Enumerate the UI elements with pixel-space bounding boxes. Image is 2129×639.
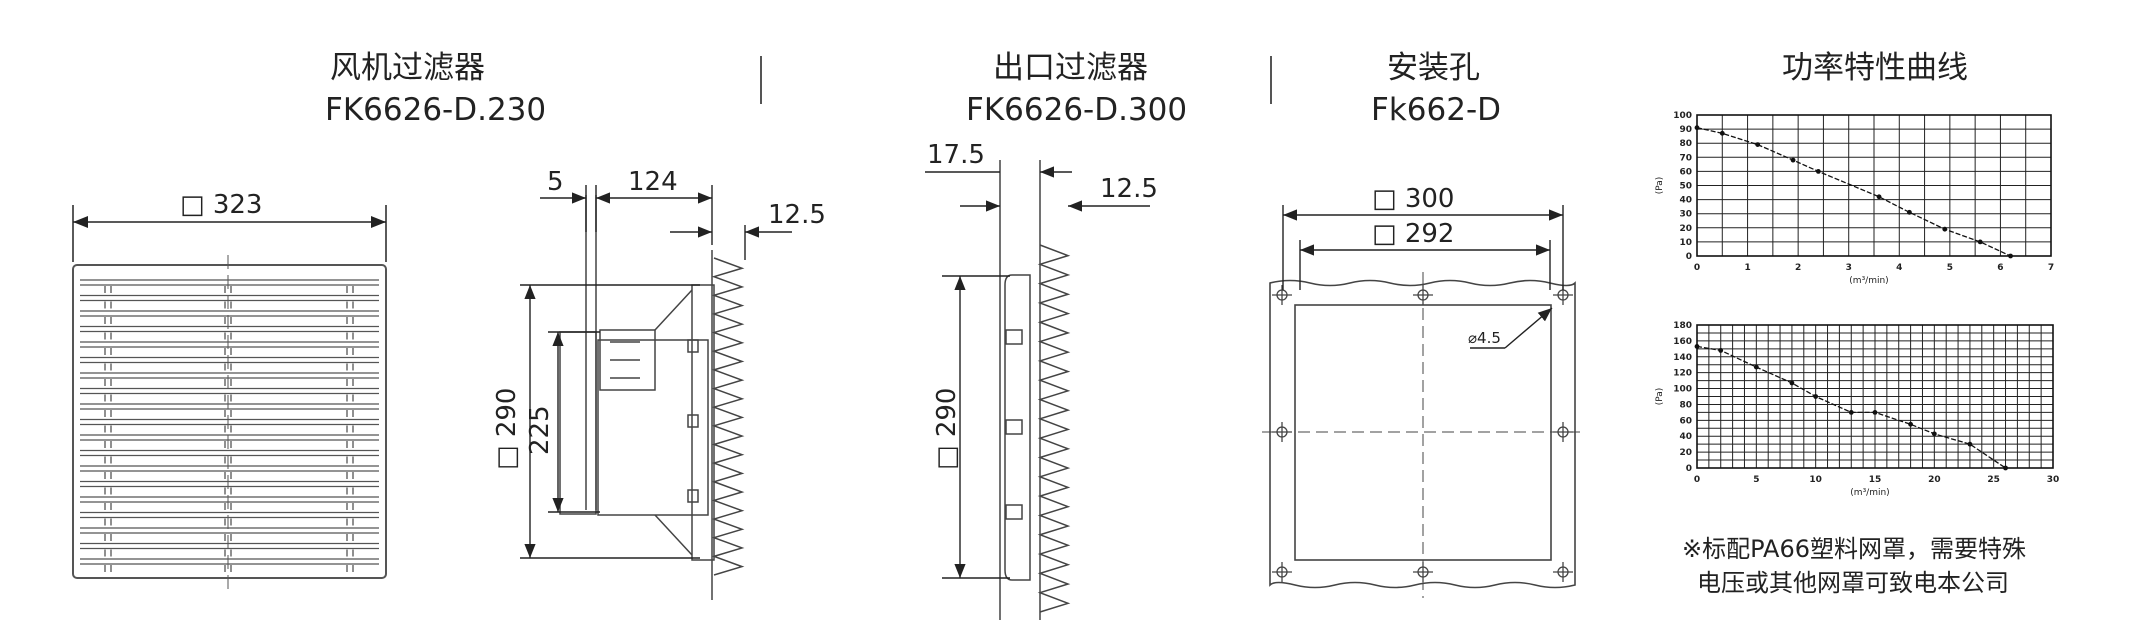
power-curve-chart-2: 0 5 10 15 20 25 30 0 20 40 60 80 100 120 140 160 180 (Pa)… — [1655, 321, 2059, 498]
data-point — [1694, 125, 1700, 131]
x-tick-label: 5 — [1947, 263, 1953, 273]
mounting-holes — [1272, 285, 1573, 582]
y-tick-label: 0 — [1686, 464, 1692, 474]
x-tick-label: 7 — [2048, 263, 2054, 273]
y-tick-label: 160 — [1673, 337, 1692, 347]
data-point — [1876, 194, 1882, 200]
x-axis-label: (m³/min) — [1850, 488, 1889, 498]
x-tick-label: 20 — [1928, 475, 1941, 485]
separator — [1270, 56, 1272, 104]
data-point — [1790, 157, 1796, 163]
dim-side-290: □ 290 — [492, 388, 522, 470]
x-tick-label: 3 — [1846, 263, 1852, 273]
y-tick-label: 0 — [1686, 252, 1692, 262]
outlet-filter-title: 出口过滤器 — [993, 50, 1148, 86]
mounting-hole-title: 安装孔 — [1387, 50, 1480, 86]
curve-line — [1696, 127, 2011, 257]
dim-hole-300: □ 300 — [1372, 184, 1454, 214]
chart-frame — [1696, 114, 2052, 257]
outlet-dimensions — [925, 166, 1150, 579]
data-point — [2008, 253, 2013, 259]
separator — [760, 56, 762, 104]
fan-filter-title: 风机过滤器 — [330, 50, 485, 86]
data-point — [1719, 130, 1725, 136]
dim-hole-292: □ 292 — [1372, 219, 1454, 249]
data-point — [1967, 441, 1973, 447]
note-line-2: 电压或其他网罩可致电本公司 — [1697, 569, 2009, 597]
x-tick-label: 30 — [2047, 475, 2060, 485]
y-tick-label: 20 — [1679, 448, 1692, 458]
y-tick-label: 50 — [1679, 182, 1692, 192]
y-tick-label: 80 — [1679, 400, 1692, 410]
dim-side-5: 5 — [547, 167, 564, 197]
data-point — [1872, 409, 1878, 415]
x-tick-label: 15 — [1869, 475, 1882, 485]
x-tick-label: 6 — [1997, 263, 2003, 273]
data-point — [2003, 465, 2008, 471]
y-tick-label: 20 — [1679, 224, 1692, 234]
y-tick-label: 180 — [1673, 321, 1692, 331]
dim-side-124: 124 — [628, 167, 678, 197]
data-point — [1718, 348, 1724, 353]
side-view-fan-filter — [559, 195, 745, 600]
front-width-dimension — [72, 205, 387, 262]
y-tick-label: 60 — [1679, 416, 1692, 426]
data-point — [1694, 344, 1700, 349]
data-point — [1755, 142, 1761, 148]
y-tick-label: 30 — [1679, 210, 1692, 220]
y-tick-label: 40 — [1679, 196, 1692, 206]
data-point — [1908, 421, 1913, 427]
power-curve-title: 功率特性曲线 — [1782, 50, 1968, 86]
data-point — [1815, 169, 1821, 174]
data-point — [1942, 226, 1948, 232]
y-axis-label: (Pa) — [1655, 388, 1665, 406]
dim-outlet-17-5: 17.5 — [927, 140, 985, 170]
data-point — [1848, 409, 1854, 415]
hole-dimensions — [1282, 205, 1564, 349]
dim-front-width: □ 323 — [180, 190, 262, 220]
y-tick-label: 100 — [1673, 111, 1692, 121]
x-tick-label: 10 — [1809, 475, 1822, 485]
chart-frame — [1696, 324, 2054, 469]
dim-hole-diameter: ⌀4.5 — [1468, 329, 1501, 347]
dim-outlet-12-5: 12.5 — [1100, 174, 1158, 204]
data-point — [1753, 364, 1759, 370]
fan-filter-model: FK6626-D.230 — [325, 92, 547, 128]
x-tick-label: 4 — [1896, 263, 1902, 273]
dim-side-12-5: 12.5 — [768, 200, 826, 230]
front-view-grille — [72, 255, 387, 590]
data-point — [1813, 394, 1819, 399]
y-tick-label: 70 — [1679, 153, 1692, 163]
mounting-hole-model: Fk662-D — [1371, 92, 1502, 128]
x-tick-label: 0 — [1694, 263, 1700, 273]
dim-side-225: 225 — [525, 405, 555, 455]
x-axis-label: (m³/min) — [1849, 276, 1888, 286]
y-tick-label: 100 — [1673, 385, 1692, 395]
y-tick-label: 120 — [1673, 369, 1692, 379]
x-tick-label: 5 — [1753, 475, 1759, 485]
side-view-outlet-filter — [999, 160, 1071, 620]
data-point — [1977, 239, 1983, 245]
y-tick-label: 80 — [1679, 139, 1692, 149]
y-tick-label: 60 — [1679, 167, 1692, 177]
y-tick-label: 140 — [1673, 353, 1692, 363]
y-tick-label: 90 — [1679, 125, 1692, 135]
y-tick-label: 40 — [1679, 432, 1692, 442]
x-tick-label: 25 — [1987, 475, 2000, 485]
data-point — [1907, 209, 1912, 215]
y-tick-label: 10 — [1679, 238, 1692, 248]
data-point — [1931, 431, 1937, 437]
x-tick-label: 1 — [1744, 263, 1750, 273]
note-line-1: ※标配PA66塑料网罩，需要特殊 — [1682, 535, 2027, 563]
dim-outlet-290: □ 290 — [932, 388, 962, 470]
outlet-filter-model: FK6626-D.300 — [966, 92, 1188, 128]
x-tick-label: 0 — [1694, 475, 1700, 485]
data-point — [1789, 380, 1795, 386]
side-dimensions — [520, 185, 792, 559]
y-axis-label: (Pa) — [1655, 177, 1665, 195]
x-tick-label: 2 — [1795, 263, 1801, 273]
